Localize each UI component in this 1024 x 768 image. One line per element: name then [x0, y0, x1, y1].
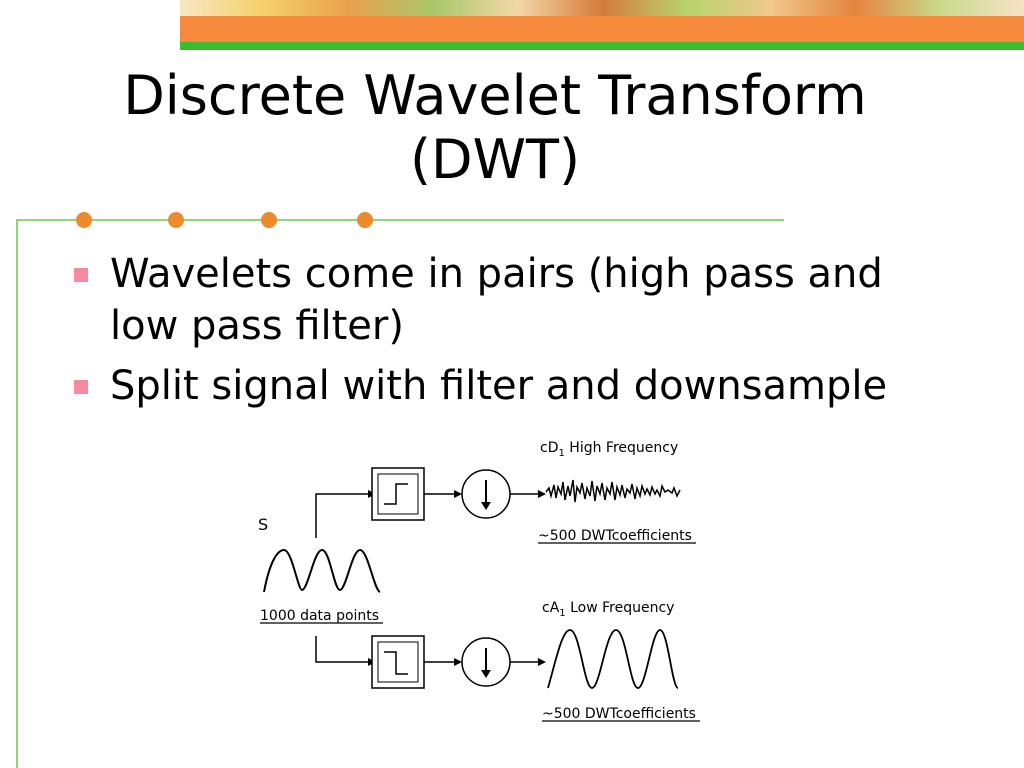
divider-dot	[76, 212, 92, 228]
dwt-diagram: S 1000 data points cD1 High Frequency ~5…	[258, 440, 700, 722]
slide-title-line-1: Discrete Wavelet Transform	[123, 64, 867, 127]
low-pass-icon	[384, 651, 408, 675]
arrow-head-icon	[454, 658, 462, 666]
arrow-head-icon	[538, 490, 546, 498]
down-arrow-head-icon	[481, 670, 491, 678]
slide-title-line-2: (DWT)	[409, 128, 581, 191]
input-signal-wave	[263, 548, 381, 593]
input-caption: 1000 data points	[260, 608, 379, 624]
bullet-text: Split signal with filter and downsample	[110, 363, 888, 409]
slide-title: Discrete Wavelet Transform (DWT)	[80, 64, 910, 192]
high-pass-filter-box	[371, 467, 425, 521]
high-branch-connector	[315, 493, 368, 538]
bullet-item: Wavelets come in pairs (high pass and lo…	[72, 248, 932, 352]
high-pass-icon	[384, 483, 408, 505]
bullet-text: Wavelets come in pairs (high pass and lo…	[110, 251, 883, 349]
high-pass-filter-inner	[377, 473, 419, 515]
low-frequency-signal	[547, 629, 679, 689]
high-branch-title: cD1 High Frequency	[540, 440, 678, 459]
header-photo-strip	[180, 0, 1024, 16]
header-orange-bar	[180, 16, 1024, 42]
content-left-border	[16, 219, 18, 768]
header-green-bar	[180, 42, 1024, 50]
signal-label: S	[258, 515, 268, 534]
low-pass-filter-inner	[377, 641, 419, 683]
low-pass-filter-box	[371, 635, 425, 689]
divider-dot	[261, 212, 277, 228]
bullet-item: Split signal with filter and downsample	[72, 360, 932, 412]
high-branch-caption: ~500 DWTcoefficients	[538, 528, 692, 544]
divider-dot	[168, 212, 184, 228]
title-divider-line	[16, 219, 784, 221]
bullet-square-icon	[74, 380, 88, 394]
arrow-head-icon	[538, 658, 546, 666]
low-branch-caption: ~500 DWTcoefficients	[542, 706, 696, 722]
arrow-head-icon	[454, 490, 462, 498]
bullet-list: Wavelets come in pairs (high pass and lo…	[72, 248, 932, 420]
bullet-square-icon	[74, 268, 88, 282]
low-branch-connector	[315, 636, 368, 663]
high-frequency-signal	[545, 479, 681, 503]
down-arrow-head-icon	[481, 502, 491, 510]
divider-dot	[357, 212, 373, 228]
low-branch-title: cA1 Low Frequency	[542, 600, 674, 619]
